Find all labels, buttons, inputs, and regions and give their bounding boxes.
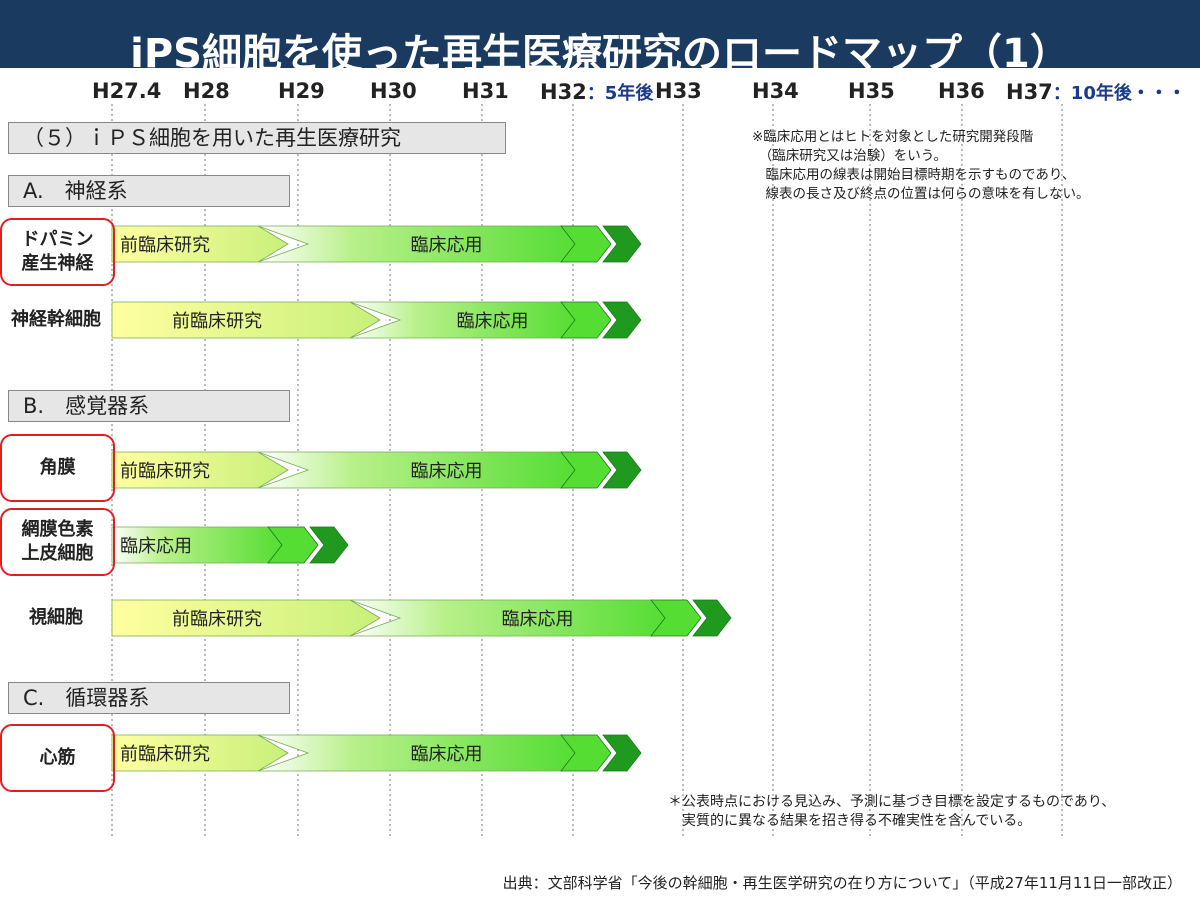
year-label: H27.4 (92, 79, 162, 103)
phase-label: 臨床応用 (411, 235, 483, 256)
progress-chevron (560, 734, 612, 772)
progress-chevron (602, 301, 642, 339)
phase-label: 前臨床研究 (120, 235, 210, 256)
progress-chevron (602, 451, 642, 489)
timeline-year-1: H28 (183, 79, 230, 103)
progress-chevron (267, 526, 319, 564)
year-note: ：5年後 (586, 83, 654, 104)
year-label: H29 (278, 79, 325, 103)
progress-chevron (602, 225, 642, 263)
phase-label: 臨床応用 (411, 461, 483, 482)
timeline-year-9: H36 (938, 79, 985, 103)
year-label: H31 (462, 79, 509, 103)
progress-chevron (309, 526, 349, 564)
phase-label: 臨床応用 (457, 311, 529, 332)
row-label: 視細胞 (29, 607, 83, 628)
year-label: H32 (540, 80, 587, 104)
year-label: H30 (370, 79, 417, 103)
phase-label: 臨床応用 (120, 536, 192, 557)
timeline-year-10: H37：10年後・・・ (1006, 79, 1186, 105)
row-label: ドパミン 産生神経 (0, 218, 115, 286)
phase-label: 前臨床研究 (172, 609, 262, 630)
row-label: 角膜 (0, 434, 115, 502)
preclinical-bar (111, 599, 381, 637)
timeline-year-5: H32：5年後 (540, 79, 653, 105)
progress-chevron (560, 451, 612, 489)
section-heading-1: B. 感覚器系 (8, 390, 290, 422)
phase-label: 前臨床研究 (172, 311, 262, 332)
year-label: H34 (752, 79, 799, 103)
progress-chevron (560, 301, 612, 339)
year-label: H35 (848, 79, 895, 103)
timeline-year-2: H29 (278, 79, 325, 103)
row-label: 網膜色素 上皮細胞 (0, 508, 115, 576)
progress-chevron (560, 225, 612, 263)
title-bar: iPS細胞を使った再生医療研究のロードマップ（1） (0, 0, 1200, 68)
section-heading-0: A. 神経系 (8, 175, 290, 207)
timeline-year-4: H31 (462, 79, 509, 103)
timeline-year-6: H33 (655, 79, 702, 103)
source-citation: 出典：文部科学省「今後の幹細胞・再生医学研究の在り方について」（平成27年11月… (502, 874, 1182, 892)
uncertainty-note: ＊公表時点における見込み、予測に基づき目標を設定するものであり、 実質的に異なる… (668, 794, 1116, 829)
page-title: iPS細胞を使った再生医療研究のロードマップ（1） (130, 31, 1070, 68)
year-label: H37 (1006, 80, 1053, 104)
year-label: H33 (655, 79, 702, 103)
year-label: H28 (183, 79, 230, 103)
preclinical-bar (111, 225, 289, 263)
preclinical-bar (111, 734, 289, 772)
progress-chevron (602, 734, 642, 772)
timeline-year-0: H27.4 (92, 79, 161, 103)
preclinical-bar (111, 451, 289, 489)
year-label: H36 (938, 79, 985, 103)
section-heading-2: C. 循環器系 (8, 682, 290, 714)
year-note: ：10年後・・・ (1052, 83, 1186, 104)
timeline-year-3: H30 (370, 79, 417, 103)
clinical-application-note: ※臨床応用とはヒトを対象とした研究開発段階 （臨床研究又は治験）をいう。 臨床応… (752, 129, 1090, 202)
row-label: 心筋 (0, 724, 115, 792)
timeline-year-8: H35 (848, 79, 895, 103)
preclinical-bar (111, 301, 381, 339)
row-label: 神経幹細胞 (11, 309, 101, 330)
phase-label: 臨床応用 (502, 609, 574, 630)
phase-label: 前臨床研究 (120, 744, 210, 765)
timeline-year-7: H34 (752, 79, 799, 103)
phase-label: 臨床応用 (411, 744, 483, 765)
phase-label: 前臨床研究 (120, 461, 210, 482)
main-heading: （５）ｉＰＳ細胞を用いた再生医療研究 (8, 122, 506, 154)
progress-chevron (650, 599, 702, 637)
progress-chevron (692, 599, 732, 637)
